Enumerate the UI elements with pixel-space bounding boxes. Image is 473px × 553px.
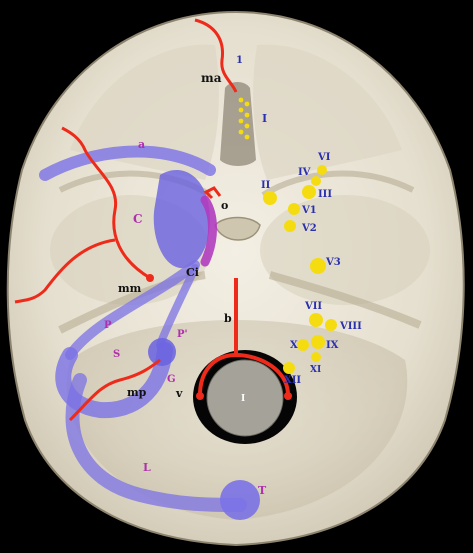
label-1: 1 <box>236 55 243 66</box>
jugular-bulb <box>148 338 176 366</box>
label-L: L <box>143 461 151 474</box>
nerve-VI-foramen <box>317 165 327 175</box>
label-XI: XI <box>310 365 321 375</box>
label-T: T <box>258 484 267 497</box>
label-I: I <box>262 112 267 125</box>
nerve-VIII-foramen <box>325 319 337 331</box>
label-VII: VII <box>304 301 322 312</box>
label-III: III <box>318 189 332 200</box>
vertebral-foramen-right <box>284 392 292 400</box>
vertebral-foramen-left <box>196 392 204 400</box>
label-IV: IV <box>298 167 311 178</box>
nerve-III-foramen <box>302 185 316 199</box>
label-Ci: Ci <box>186 266 199 279</box>
nerve-IX-foramen <box>311 335 325 349</box>
nerve-IV-foramen <box>311 176 321 186</box>
label-o: o <box>221 199 228 212</box>
nerve-XII-foramen <box>283 362 295 374</box>
label-a: a <box>138 138 145 151</box>
nerve-V1-foramen <box>288 203 300 215</box>
label-b: b <box>224 312 232 325</box>
torcula <box>220 480 260 520</box>
nerve-II-foramen <box>263 191 277 205</box>
label-V1: V1 <box>301 205 317 216</box>
label-IX: IX <box>326 340 339 351</box>
label-X: X <box>290 340 298 351</box>
label-V3: V3 <box>325 257 341 268</box>
nerve-V3-foramen <box>310 258 326 274</box>
label-mm: mm <box>118 282 142 295</box>
label-XII: XII <box>284 375 301 386</box>
label-v: v <box>175 387 183 400</box>
nerve-VII-foramen <box>309 313 323 327</box>
label-VI: VI <box>317 152 331 163</box>
foramen-spinosum <box>146 274 154 282</box>
label-II: II <box>261 180 271 191</box>
nerve-V2-foramen <box>284 220 296 232</box>
label-Pprime: P' <box>177 329 188 340</box>
label-foramen-magnum: I <box>241 394 245 404</box>
label-P: P <box>104 320 112 331</box>
label-S: S <box>113 349 120 360</box>
label-C: C <box>133 212 143 226</box>
label-mp: mp <box>127 386 147 399</box>
label-G: G <box>167 374 176 385</box>
middle-fossa-right <box>260 195 430 305</box>
nerve-X-foramen <box>297 339 309 351</box>
label-ma: ma <box>201 71 222 85</box>
label-V2: V2 <box>301 223 317 234</box>
label-VIII: VIII <box>339 321 362 332</box>
nerve-XI-foramen <box>311 352 321 362</box>
